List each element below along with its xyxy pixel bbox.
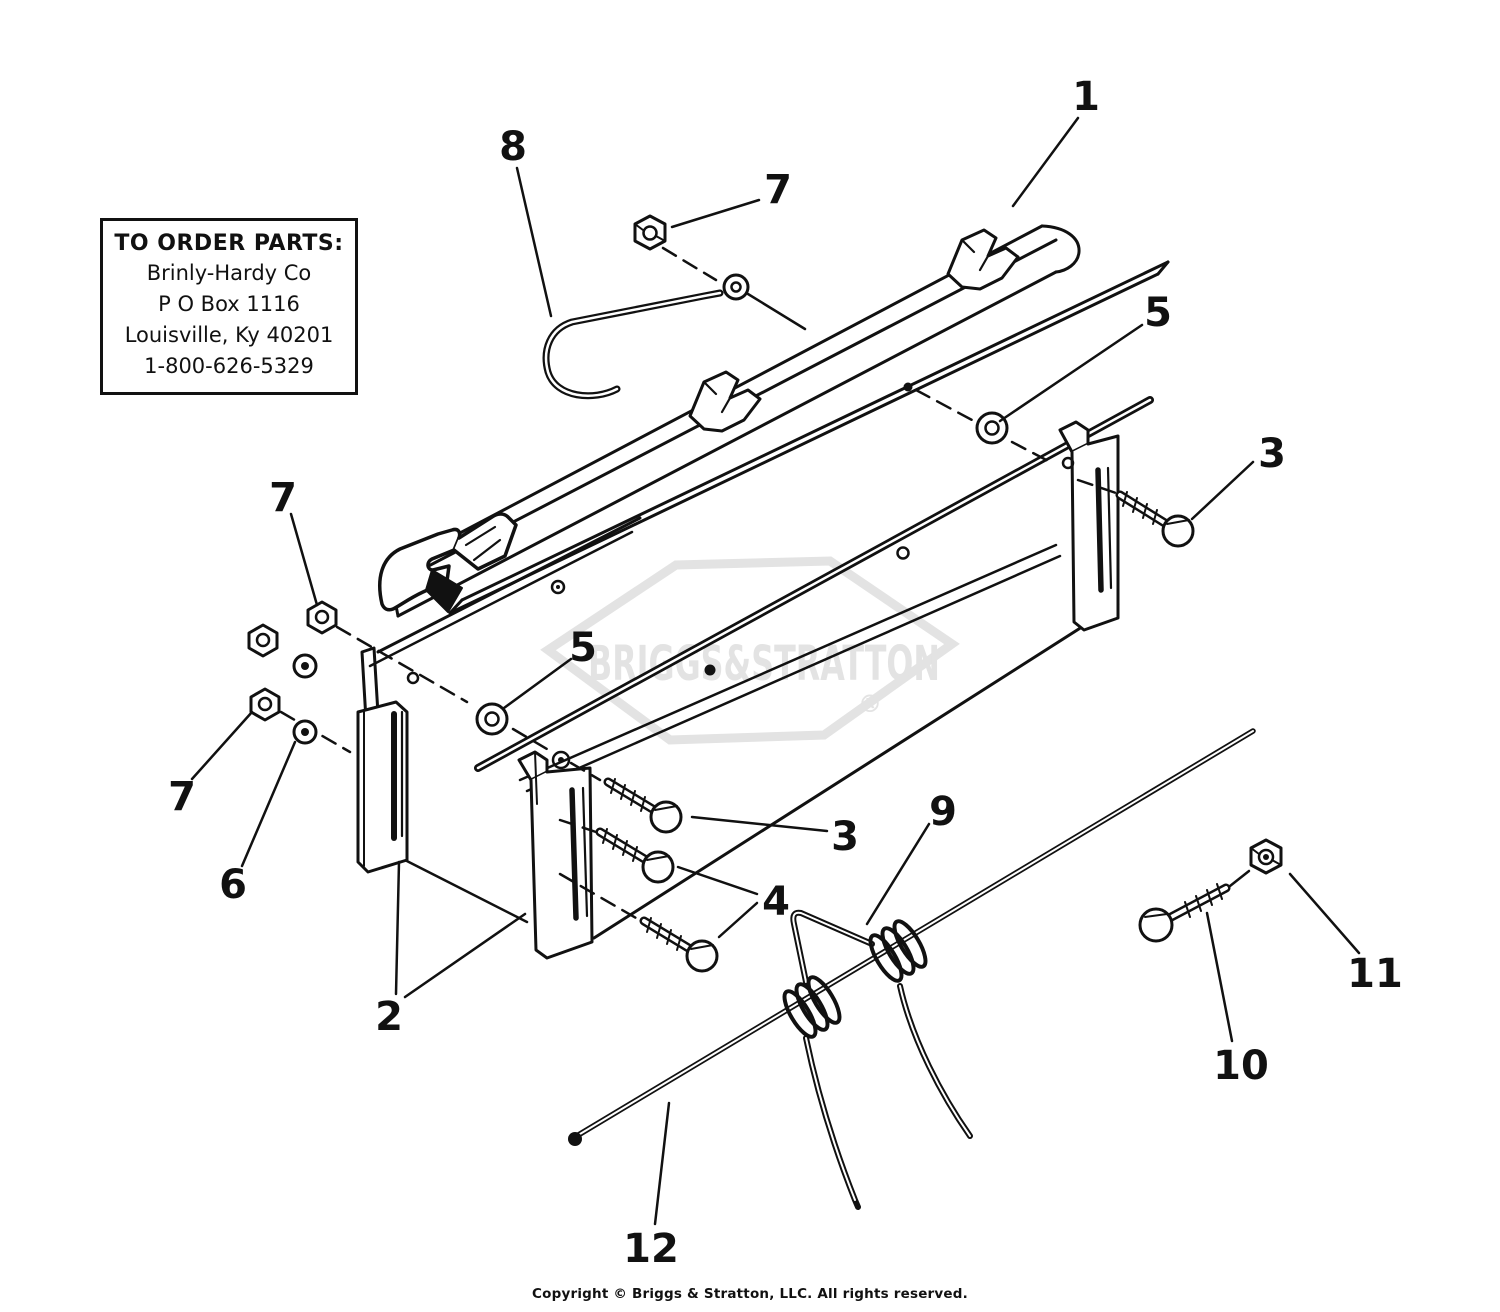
copyright-notice: Copyright © Briggs & Stratton, LLC. All … <box>532 1286 968 1302</box>
callout-3: 3 <box>1258 431 1286 477</box>
assembly-axis-lines <box>279 246 1118 920</box>
callout-9: 9 <box>929 789 957 835</box>
callout-7: 7 <box>764 167 792 213</box>
watermark-hexagon-icon <box>540 556 960 745</box>
rail-latch-clip <box>378 512 518 613</box>
callout-8: 8 <box>499 124 527 170</box>
carriage-bolt <box>595 827 675 884</box>
hex-nut <box>247 623 279 658</box>
panel-hole <box>704 664 716 676</box>
callout-4: 4 <box>762 879 790 925</box>
rail-hole <box>406 671 420 685</box>
watermark-registered-mark: ® <box>858 690 882 718</box>
order-parts-box: TO ORDER PARTS: Brinly-Hardy Co P O Box … <box>100 218 358 395</box>
front-rail-and-panel <box>360 396 1154 940</box>
callout-6: 6 <box>219 862 247 908</box>
order-parts-po-box: P O Box 1116 <box>158 292 300 316</box>
carriage-bolt <box>603 777 683 834</box>
callout-7: 7 <box>168 774 196 820</box>
hex-nut <box>1249 838 1283 875</box>
order-parts-city: Louisville, Ky 40201 <box>124 323 334 347</box>
hex-nut <box>633 214 667 251</box>
rail-hole <box>903 382 913 392</box>
callout-7: 7 <box>269 475 297 521</box>
carriage-bolt <box>639 916 719 973</box>
order-parts-title: TO ORDER PARTS: <box>114 231 344 256</box>
hex-bolt <box>1138 869 1251 943</box>
washer <box>475 702 509 736</box>
side-plate-left <box>356 700 409 874</box>
washer <box>975 411 1009 445</box>
order-parts-phone: 1-800-626-5329 <box>144 354 314 378</box>
rod-eyelet <box>722 273 750 301</box>
rod-ball-end <box>568 1132 582 1146</box>
callout-11: 11 <box>1347 951 1403 997</box>
side-plate-middle <box>517 750 594 960</box>
small-nut <box>292 719 318 745</box>
bar-clip-right <box>946 228 1020 291</box>
hex-nut <box>306 600 338 635</box>
plate-hole <box>551 750 571 770</box>
order-parts-company: Brinly-Hardy Co <box>146 261 312 285</box>
hex-nut <box>249 687 281 722</box>
j-hook-rod <box>542 273 807 400</box>
carriage-bolt <box>1115 490 1195 548</box>
callout-10: 10 <box>1213 1043 1269 1089</box>
callout-labels: 1 8 7 5 3 7 5 7 6 2 3 4 9 11 10 12 <box>168 74 1403 1272</box>
panel-hole <box>896 546 910 560</box>
plate-hole <box>1061 456 1075 470</box>
callout-2: 2 <box>375 994 403 1040</box>
rear-rail <box>378 260 1170 676</box>
small-nut <box>292 653 318 679</box>
callout-5: 5 <box>1144 290 1172 336</box>
torsion-spring <box>782 909 973 1210</box>
briggs-stratton-watermark: BRIGGS&STRATTON ® <box>540 556 960 745</box>
watermark-brand-text: BRIGGS&STRATTON <box>588 636 940 692</box>
callout-5: 5 <box>569 625 597 671</box>
callout-leaders <box>190 116 1361 1226</box>
callout-12: 12 <box>623 1226 679 1272</box>
rail-hole <box>550 579 566 595</box>
bar-clip-left <box>688 370 762 433</box>
callout-3: 3 <box>831 814 859 860</box>
side-plate-right <box>1058 420 1120 632</box>
callout-1: 1 <box>1072 74 1100 120</box>
